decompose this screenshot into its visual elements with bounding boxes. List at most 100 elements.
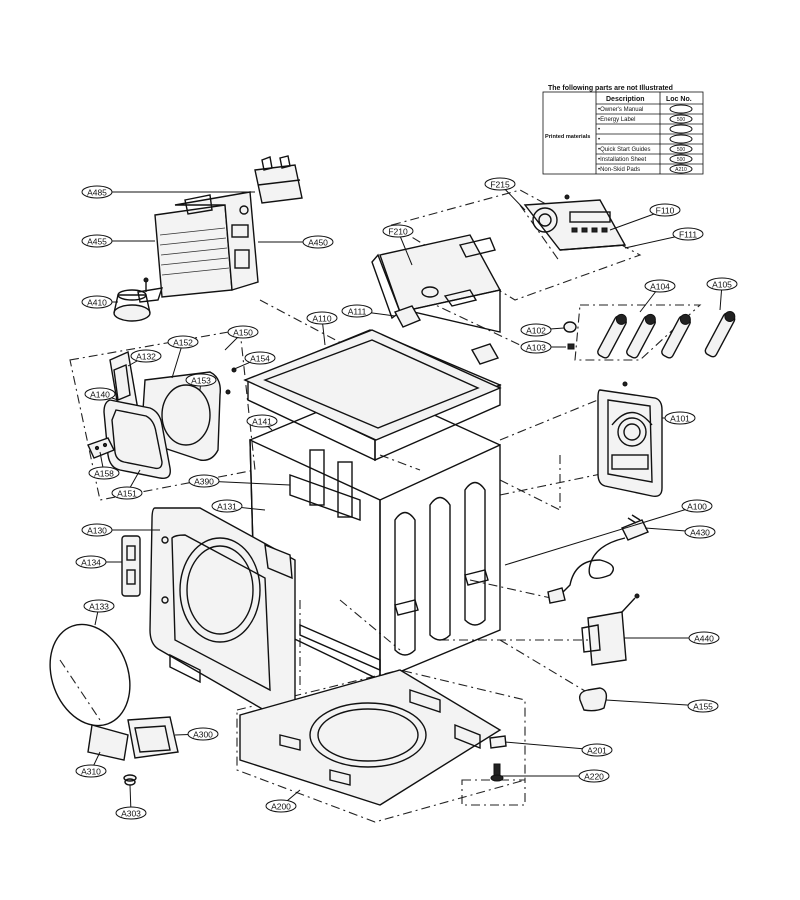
- callout-label-a141: A141: [252, 417, 272, 427]
- callout-oval-f210: [382, 224, 414, 238]
- pcb-cover-a485: [254, 155, 303, 204]
- callout-oval-a102: [520, 323, 552, 337]
- callout-label-f210: F210: [388, 227, 408, 237]
- callout-label-a430: A430: [690, 528, 710, 538]
- callout-oval-a133: [83, 599, 115, 613]
- callout-oval-a131: [211, 499, 243, 513]
- spring-a105: [704, 310, 736, 358]
- callout-oval-a105: [706, 277, 738, 291]
- callout-oval-a450: [302, 235, 334, 249]
- callout-label-a158: A158: [94, 469, 114, 479]
- door-glass-a133: [49, 623, 131, 727]
- callout-oval-a430: [684, 525, 716, 539]
- rear-cover-a101: [597, 381, 663, 498]
- callout-label-a134: A134: [81, 558, 101, 568]
- table-row-description: •Non-Skid Pads: [598, 167, 640, 173]
- table-row-loc: 500: [677, 157, 686, 163]
- callout-oval-a390: [188, 474, 220, 488]
- callout-label-a131: A131: [217, 502, 237, 512]
- small-parts-a102-a103: [563, 321, 577, 350]
- callout-label-a110: A110: [312, 314, 331, 324]
- callout-label-a140: A140: [90, 390, 110, 400]
- callout-oval-a154: [244, 351, 276, 365]
- callout-oval-a201: [581, 743, 613, 757]
- callout-label-a105: A105: [712, 280, 732, 290]
- cap-a155: [578, 687, 608, 712]
- callout-oval-f215: [484, 177, 516, 191]
- callout-oval-a310: [75, 764, 107, 778]
- leader-line-a201: [504, 741, 598, 751]
- callout-oval-a300: [187, 727, 219, 741]
- parts-table: The following parts are not Illustrated …: [542, 85, 704, 175]
- main-pcb-assembly-a455-a450: [154, 191, 259, 298]
- callout-label-a153: A153: [191, 376, 211, 386]
- table-header-loc: Loc No.: [666, 96, 692, 103]
- callout-oval-a158: [88, 466, 120, 480]
- callout-label-a151: A151: [117, 489, 137, 499]
- callout-oval-f110: [649, 203, 681, 217]
- callout-label-a200: A200: [271, 802, 291, 812]
- table-row-loc-oval: [669, 164, 693, 174]
- door-group-a150: [87, 350, 237, 479]
- callout-oval-a111: [341, 304, 373, 318]
- front-cover-a130: [149, 507, 296, 723]
- control-pcb-f215-f110: [523, 194, 627, 251]
- table-row-loc-oval: [669, 144, 693, 154]
- callout-label-a132: A132: [136, 352, 156, 362]
- callout-oval-a200: [265, 799, 297, 813]
- callout-label-a102: A102: [526, 326, 546, 336]
- table-row-loc-oval: [669, 114, 693, 124]
- callout-oval-a140: [84, 387, 116, 401]
- table-row-description: •: [598, 127, 600, 133]
- callout-label-a410: A410: [87, 298, 107, 308]
- callout-label-a201: A201: [587, 746, 607, 756]
- callout-label-f111: F111: [679, 230, 697, 240]
- callout-label-f110: F110: [656, 206, 675, 216]
- dispenser-a300: [87, 716, 179, 786]
- leader-line-a100: [504, 505, 698, 566]
- callout-label-a100: A100: [687, 502, 707, 512]
- callout-label-a155: A155: [693, 702, 713, 712]
- callout-label-a485: A485: [87, 188, 107, 198]
- power-cord-a430: [547, 514, 649, 604]
- leader-line-a155: [605, 699, 704, 707]
- callout-label-a154: A154: [250, 354, 270, 364]
- callout-oval-a104: [644, 279, 676, 293]
- callout-oval-a151: [111, 486, 143, 500]
- table-row-loc-oval: [669, 104, 693, 114]
- callout-oval-a130: [81, 523, 113, 537]
- filter-a440: [581, 593, 640, 666]
- callout-label-a103: A103: [526, 343, 546, 353]
- hinge-a111: [393, 305, 500, 365]
- callout-oval-a155: [687, 699, 719, 713]
- shock-absorbers-a104: [597, 313, 691, 359]
- callout-label-a440: A440: [694, 634, 714, 644]
- callout-oval-f111: [672, 227, 704, 241]
- callout-oval-a153: [185, 373, 217, 387]
- table-row-loc: 500: [677, 147, 686, 153]
- foot-a220: [490, 763, 504, 782]
- callout-label-a133: A133: [89, 602, 109, 612]
- callout-oval-a440: [688, 631, 720, 645]
- callout-label-f215: F215: [490, 180, 510, 190]
- bracket-a201: [489, 735, 507, 749]
- callout-oval-a110: [306, 311, 338, 325]
- callout-oval-a103: [520, 340, 552, 354]
- table-row-loc-oval: [669, 154, 693, 164]
- callout-oval-a100: [681, 499, 713, 513]
- table-caption: The following parts are not Illustrated: [548, 85, 673, 92]
- callout-oval-a101: [664, 411, 696, 425]
- callout-label-a152: A152: [173, 338, 193, 348]
- table-group-label: Printed materials: [545, 134, 590, 140]
- table-row-loc: A210: [675, 167, 687, 173]
- callout-label-a111: A111: [348, 307, 367, 317]
- control-panel-f210: [371, 234, 502, 333]
- callout-oval-a410: [81, 295, 113, 309]
- callout-label-a450: A450: [308, 238, 328, 248]
- callout-label-a455: A455: [87, 237, 107, 247]
- callout-label-a310: A310: [81, 767, 101, 777]
- callout-label-a150: A150: [233, 328, 253, 338]
- callout-oval-a455: [81, 234, 113, 248]
